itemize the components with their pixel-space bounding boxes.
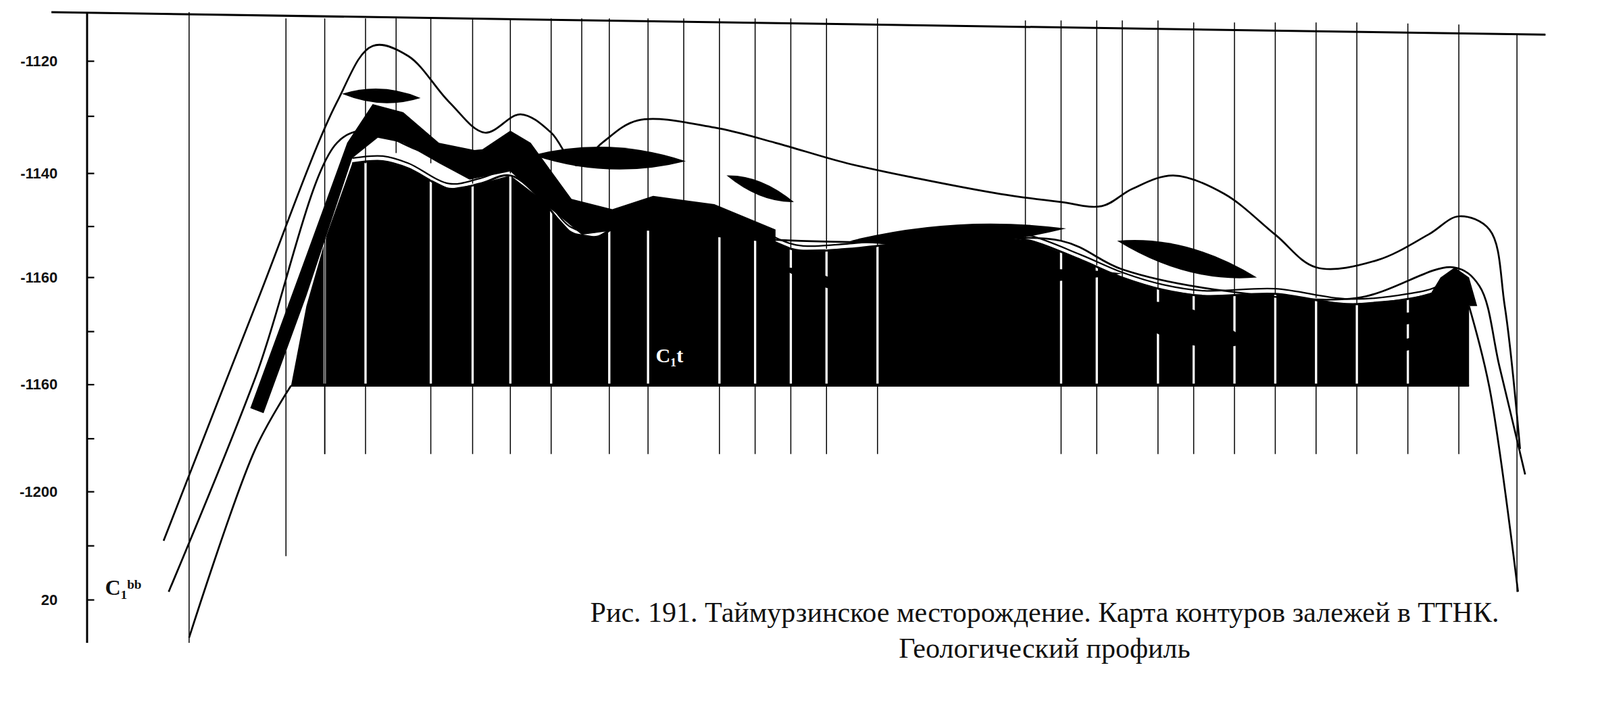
well-line	[825, 18, 828, 249]
well-line	[1025, 20, 1027, 238]
well-line	[550, 385, 553, 455]
well-line	[1095, 20, 1098, 265]
oil-water-contact	[291, 384, 1469, 387]
well-line	[1121, 20, 1123, 278]
oil-lens	[967, 268, 1123, 282]
well-line	[608, 385, 611, 455]
depth-value: 20	[0, 591, 58, 609]
axis-tick	[87, 225, 95, 228]
stratum-line	[1468, 306, 1518, 592]
stratum-line	[168, 130, 1526, 592]
depth-value: -1200	[0, 483, 58, 501]
axis-tick	[87, 544, 95, 546]
well-line	[877, 18, 879, 245]
well-line	[1315, 22, 1317, 298]
well-line	[550, 18, 553, 205]
well-line	[1157, 20, 1159, 289]
well-line	[1233, 22, 1236, 295]
well-line	[718, 385, 721, 455]
oil-lens	[1364, 335, 1447, 354]
well-line	[364, 18, 367, 163]
axis-tick	[87, 60, 95, 62]
depth-value: -1160	[0, 268, 58, 287]
axis-tick	[87, 598, 95, 600]
well-line	[395, 18, 398, 153]
well-line	[430, 18, 432, 163]
axis-tick	[87, 383, 95, 386]
well-line	[683, 18, 685, 207]
well-line	[825, 385, 828, 455]
oil-lens	[1114, 301, 1250, 348]
well-line	[877, 385, 879, 455]
oil-lens	[726, 175, 794, 203]
well-line	[1516, 34, 1518, 592]
well-line	[1193, 385, 1195, 455]
well-line	[324, 385, 326, 455]
oil-lens	[1116, 239, 1257, 279]
well-line	[1095, 385, 1098, 455]
well-line	[754, 385, 757, 455]
well-line	[754, 18, 757, 233]
well-line	[1315, 385, 1317, 455]
stratum-index: C₁t	[653, 343, 687, 367]
oil-band	[250, 104, 775, 413]
stratum-line	[189, 385, 292, 638]
well-line	[790, 385, 792, 455]
well-gap	[429, 152, 432, 384]
well-line	[430, 385, 432, 455]
well-line	[1060, 20, 1063, 241]
well-line	[1356, 385, 1358, 455]
axis-tick	[87, 276, 95, 278]
well-line	[581, 18, 583, 230]
well-line	[510, 385, 512, 455]
well-line	[1193, 22, 1195, 294]
well-line	[1157, 385, 1159, 455]
well-line	[647, 18, 649, 209]
oil-lens	[341, 88, 421, 104]
well-line	[1407, 385, 1409, 455]
well-line	[1275, 385, 1277, 455]
well-line	[1233, 385, 1236, 455]
well-line	[510, 18, 512, 173]
well-line	[324, 18, 326, 455]
axis-tick	[87, 437, 95, 440]
axis-tick	[87, 490, 95, 492]
axis-tick	[87, 330, 95, 332]
depth-value: -1160	[0, 375, 58, 394]
well-line	[790, 18, 792, 248]
well-line	[1356, 22, 1358, 305]
figure-caption: Рис. 191. Таймурзинское месторождение. К…	[588, 594, 1502, 666]
well-line	[1458, 385, 1460, 455]
well-line	[285, 18, 287, 556]
oil-body	[291, 160, 1469, 386]
stratum-line	[352, 160, 1457, 305]
well-line	[1060, 385, 1063, 455]
well-line	[188, 12, 190, 643]
depth-value: -1140	[0, 164, 58, 183]
stratum-index: C₁ᵇᵇ	[105, 575, 142, 600]
well-line	[364, 385, 367, 455]
well-line	[608, 18, 611, 230]
axis-tick	[87, 115, 95, 117]
oil-lens	[780, 266, 857, 292]
well-line	[472, 385, 474, 455]
top-line	[51, 12, 1546, 35]
axis-tick	[87, 172, 95, 174]
well-line	[472, 18, 474, 184]
well-line	[1458, 24, 1460, 271]
well-line	[1407, 23, 1409, 300]
well-line	[647, 385, 649, 455]
depth-axis	[85, 12, 88, 643]
depth-value: -1120	[0, 52, 58, 71]
well-gap	[471, 152, 474, 384]
well-line	[1275, 22, 1277, 294]
well-line	[718, 18, 721, 215]
well-gap	[364, 152, 367, 384]
well-gap	[509, 152, 512, 384]
